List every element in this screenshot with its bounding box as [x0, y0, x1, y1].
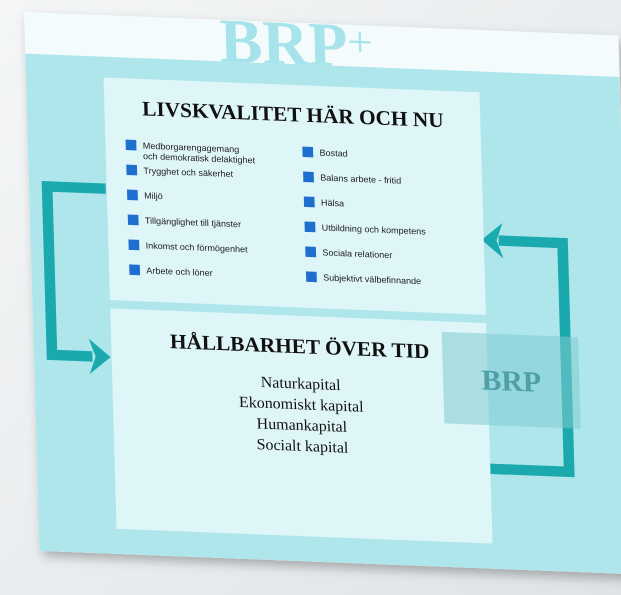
bullet-square-icon — [303, 196, 315, 208]
life-item-label: Balans arbete - fritid — [320, 173, 401, 186]
life-item-left-4: Inkomst och förmögenhet — [128, 239, 248, 254]
bullet-square-icon — [303, 171, 315, 183]
life-item-label: Hälsa — [321, 198, 344, 209]
life-item-right-0: Bostad — [302, 146, 348, 159]
brp-box-label: BRP — [481, 365, 542, 399]
life-item-label: Bostad — [319, 148, 347, 159]
brp-plus-logo: BRP+ — [219, 6, 374, 81]
life-item-left-3: Tillgänglighet till tjänster — [127, 214, 241, 230]
bullet-square-icon — [304, 221, 316, 233]
life-item-left-2: Miljö — [126, 189, 163, 202]
life-item-label: Arbete och löner — [146, 266, 213, 278]
sustainability-item: Ekonomiskt kapital — [239, 394, 365, 416]
life-item-right-2: Hälsa — [303, 196, 344, 209]
life-item-label: Subjektivt välbefinnande — [323, 272, 421, 286]
arrow-head-left-icon — [481, 223, 504, 259]
life-item-right-1: Balans arbete - fritid — [303, 171, 401, 186]
bullet-square-icon — [127, 214, 139, 226]
bullet-square-icon — [302, 146, 314, 158]
bullet-square-icon — [128, 239, 140, 251]
life-item-left-1: Trygghet och säkerhet — [126, 164, 234, 179]
brp-box — [441, 331, 581, 429]
card-group: BRP+ LIVSKVALITET HÄR OCH NU Medborgaren… — [24, 6, 621, 575]
bullet-square-icon — [129, 264, 141, 276]
life-item-right-5: Subjektivt välbefinnande — [305, 271, 421, 286]
bullet-square-icon — [125, 139, 137, 151]
life-item-label: Sociala relationer — [322, 248, 392, 261]
bullet-square-icon — [305, 271, 317, 283]
sustainability-item: Naturkapital — [261, 374, 342, 394]
life-item-right-4: Sociala relationer — [305, 246, 392, 260]
flow-arrow-left — [41, 180, 106, 362]
life-item-label: Medborgarengagemang — [143, 141, 240, 155]
life-item-right-3: Utbildning och kompetens — [304, 221, 427, 237]
arrow-head-right-icon — [88, 338, 111, 375]
life-quality-panel — [103, 77, 486, 315]
life-item-left-5: Arbete och löner — [129, 264, 213, 278]
life-item-label: Tillgänglighet till tjänster — [145, 216, 241, 230]
bullet-square-icon — [305, 246, 317, 258]
sustainability-item: Socialt kapital — [256, 436, 349, 456]
life-item-label: Trygghet och säkerhet — [143, 166, 233, 179]
life-item-label: och demokratisk delaktighet — [143, 151, 256, 165]
bullet-square-icon — [126, 164, 138, 176]
life-item-label: Miljö — [144, 191, 163, 202]
sustainability-item: Humankapital — [256, 416, 348, 436]
bullet-square-icon — [126, 189, 138, 201]
life-item-label: Utbildning och kompetens — [322, 223, 427, 237]
sustainability-panel — [110, 308, 493, 544]
life-item-label: Inkomst och förmögenhet — [145, 241, 248, 255]
